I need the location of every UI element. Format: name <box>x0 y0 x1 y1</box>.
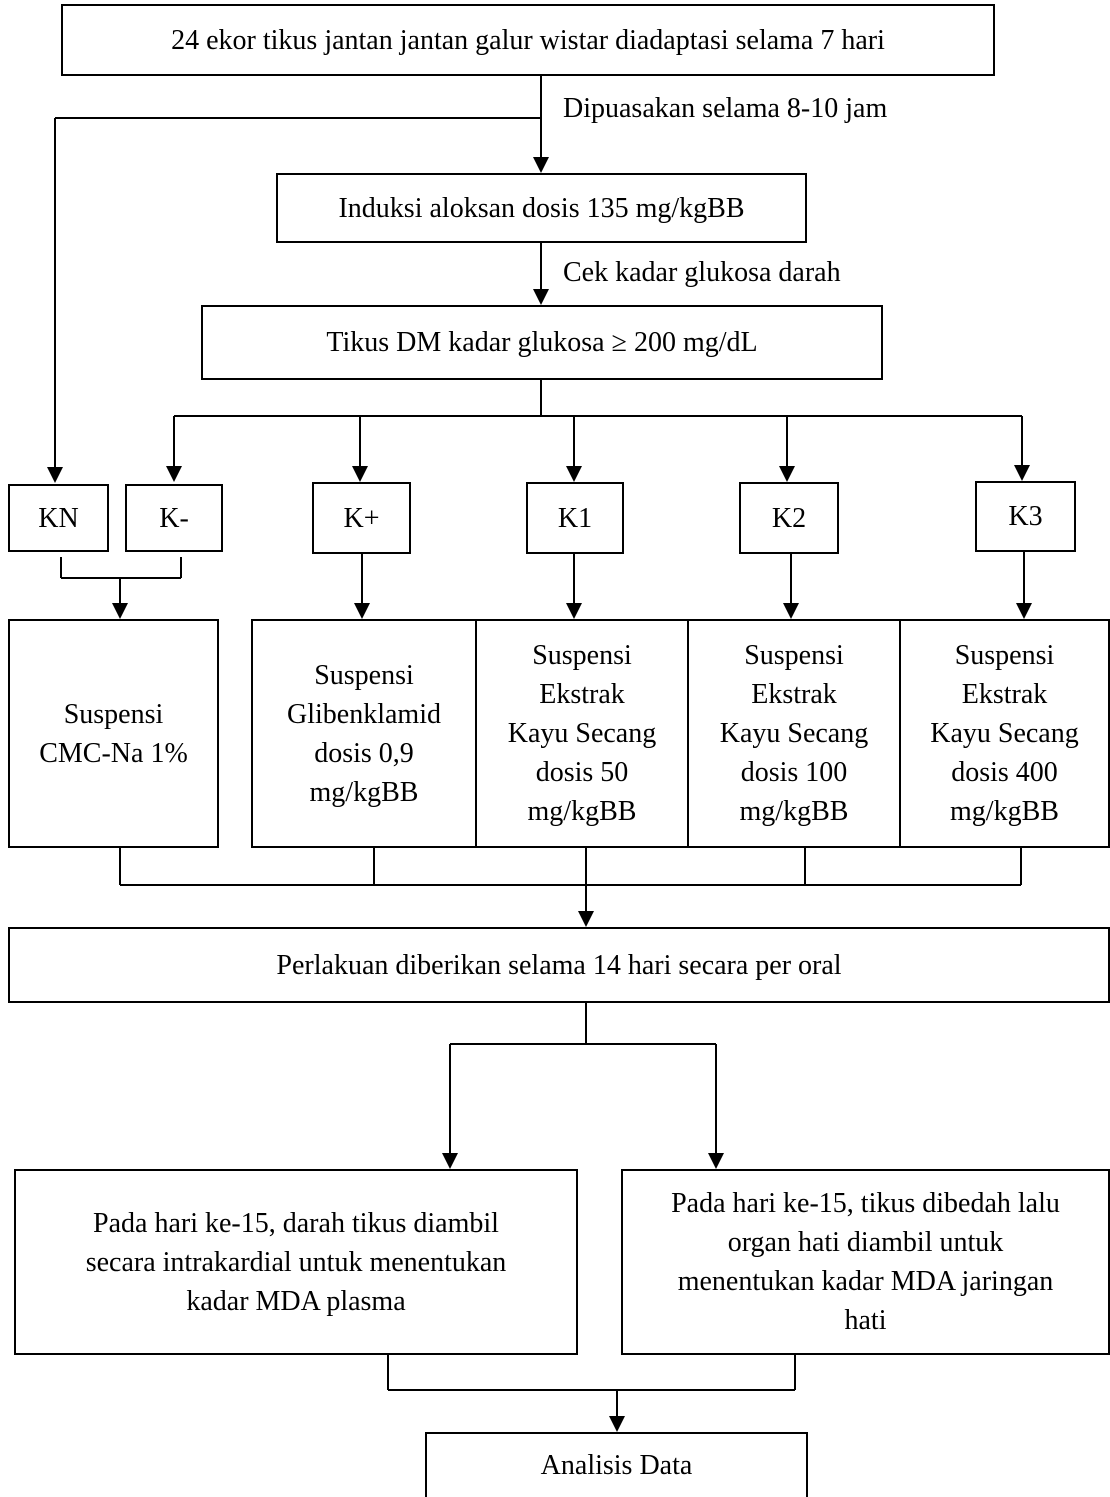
cek-glukosa-label: Cek kadar glukosa darah <box>563 257 841 288</box>
induksi-box: Induksi aloksan dosis 135 mg/kgBB <box>276 173 807 243</box>
cmc-box: Suspensi CMC-Na 1% <box>8 619 219 848</box>
group-kminus-box: K- <box>125 484 223 552</box>
group-k1-box: K1 <box>526 482 624 554</box>
hati-box: Pada hari ke-15, tikus dibedah lalu orga… <box>621 1169 1110 1355</box>
ekstrak-50-box: Suspensi Ekstrak Kayu Secang dosis 50 mg… <box>475 619 689 848</box>
ekstrak-400-box: Suspensi Ekstrak Kayu Secang dosis 400 m… <box>899 619 1110 848</box>
perlakuan-box: Perlakuan diberikan selama 14 hari secar… <box>8 927 1110 1003</box>
ekstrak-100-box: Suspensi Ekstrak Kayu Secang dosis 100 m… <box>687 619 901 848</box>
group-kn-box: KN <box>8 484 109 552</box>
plasma-box: Pada hari ke-15, darah tikus diambil sec… <box>14 1169 578 1355</box>
dipuasakan-label: Dipuasakan selama 8-10 jam <box>563 93 888 124</box>
start-box: 24 ekor tikus jantan jantan galur wistar… <box>61 4 995 76</box>
group-k2-box: K2 <box>739 482 839 554</box>
group-kplus-box: K+ <box>312 482 411 554</box>
tikus-dm-box: Tikus DM kadar glukosa ≥ 200 mg/dL <box>201 305 883 380</box>
analisis-box: Analisis Data <box>425 1432 808 1497</box>
group-k3-box: K3 <box>975 481 1076 552</box>
glibenklamid-box: Suspensi Glibenklamid dosis 0,9 mg/kgBB <box>251 619 477 848</box>
